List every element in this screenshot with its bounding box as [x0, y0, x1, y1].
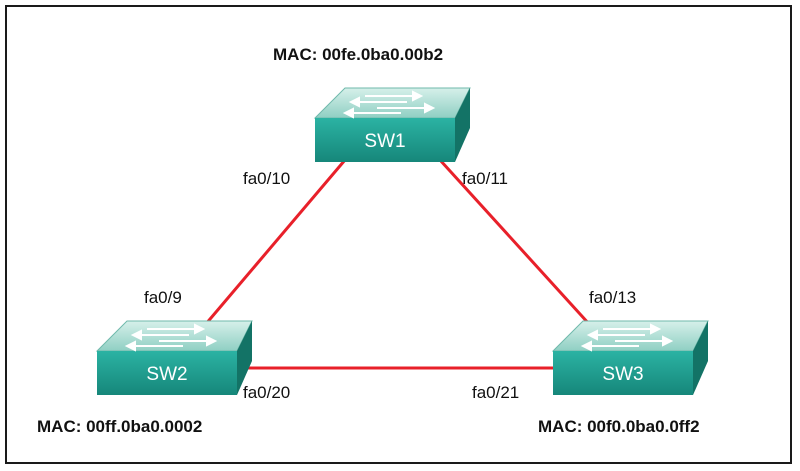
port-label-sw1-fa0-11: fa0/11 — [462, 169, 508, 188]
sw2-mac-label: MAC: 00ff.0ba0.0002 — [37, 417, 202, 436]
link-sw1-sw3 — [438, 158, 592, 327]
switch-icon — [95, 320, 253, 395]
switch-sw2[interactable]: SW2 — [95, 320, 253, 395]
switch-name: SW1 — [364, 131, 405, 152]
switch-name: SW2 — [146, 364, 187, 385]
switch-icon — [551, 320, 709, 395]
port-label-sw1-fa0-10: fa0/10 — [243, 169, 290, 188]
switch-sw1[interactable]: SW1 — [313, 87, 471, 162]
switch-sw3[interactable]: SW3 — [551, 320, 709, 395]
port-label-sw2-fa0-9: fa0/9 — [144, 288, 182, 307]
port-label-sw3-fa0-21: fa0/21 — [472, 383, 519, 402]
port-label-sw3-fa0-13: fa0/13 — [589, 288, 636, 307]
port-label-sw2-fa0-20: fa0/20 — [243, 383, 290, 402]
sw3-mac-label: MAC: 00f0.0ba0.0ff2 — [538, 417, 700, 436]
switch-icon — [313, 87, 471, 162]
switch-name: SW3 — [602, 364, 643, 385]
link-sw1-sw2 — [203, 159, 347, 326]
sw1-mac-label: MAC: 00fe.0ba0.00b2 — [273, 45, 443, 64]
